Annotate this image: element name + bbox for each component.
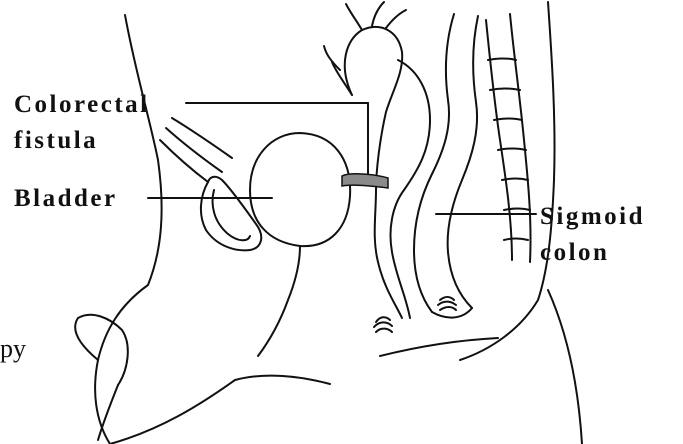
- rectum-outline-right: [391, 60, 431, 318]
- pubic-bone: [201, 177, 261, 251]
- body-outline-front: [95, 15, 162, 444]
- cropped-text-fragment: py: [0, 336, 26, 362]
- colorectal-fistula-label-line1: Colorectal: [14, 92, 150, 117]
- colorectal-fistula-label-line2: fistula: [14, 128, 98, 153]
- bladder-label: Bladder: [14, 186, 118, 211]
- fistula-tract: [342, 174, 388, 188]
- thigh-outline: [110, 376, 330, 444]
- sigmoid-colon-label-line2: colon: [540, 240, 609, 265]
- rectum-outline-left: [345, 27, 402, 318]
- bladder-outline: [250, 133, 350, 246]
- sigmoid-colon-label-line1: Sigmoid: [540, 204, 645, 229]
- sigmoid-colon-outline-right: [448, 16, 478, 308]
